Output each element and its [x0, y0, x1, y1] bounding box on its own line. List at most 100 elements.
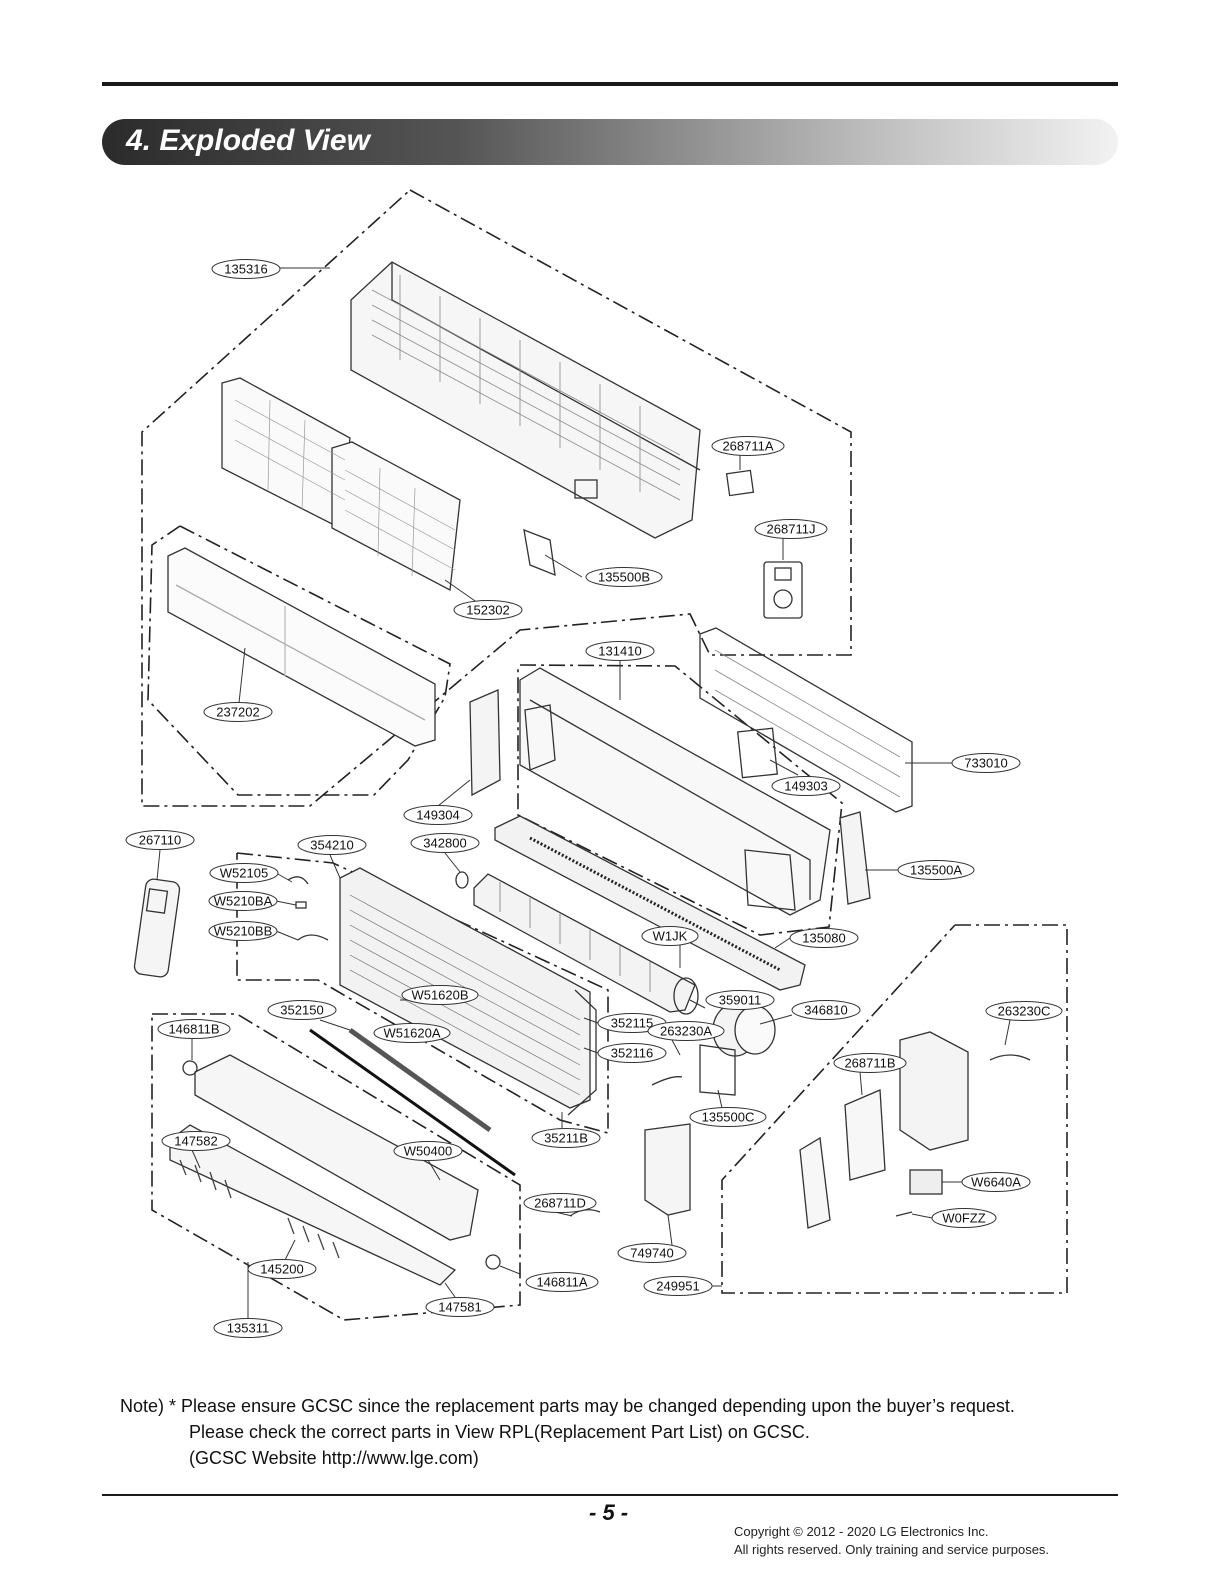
callout-263230A: 263230A [647, 1021, 725, 1041]
svg-text:359011: 359011 [719, 993, 761, 1008]
svg-text:249951: 249951 [656, 1279, 699, 1294]
copyright-line: Copyright © 2012 - 2020 LG Electronics I… [734, 1524, 989, 1539]
svg-text:131410: 131410 [598, 644, 641, 659]
callout-146811B: 146811B [157, 1019, 231, 1039]
callout-152302: 152302 [453, 600, 523, 620]
callout-W51620B: W51620B [401, 985, 479, 1005]
boundary-vane-group [151, 1013, 521, 1321]
svg-text:W51620B: W51620B [411, 988, 468, 1003]
cover-plate-part [725, 469, 755, 497]
cross-flow-fan-part [473, 873, 699, 1015]
callout-145200: 145200 [247, 1259, 317, 1279]
copyright: Copyright © 2012 - 2020 LG Electronics I… [734, 1523, 1049, 1559]
boundary-grille-group [147, 525, 451, 796]
note-line: (GCSC Website http://www.lge.com) [189, 1448, 479, 1468]
section-banner: 4. Exploded View [102, 119, 1118, 165]
svg-text:35211B: 35211B [544, 1131, 588, 1146]
svg-text:149303: 149303 [784, 779, 827, 794]
step-motor-part [182, 1060, 198, 1076]
svg-text:352150: 352150 [280, 1003, 323, 1018]
chassis-part [519, 667, 831, 916]
callout-35211B: 35211B [531, 1128, 601, 1148]
boundary-front-cover-group [141, 189, 852, 807]
svg-text:268711B: 268711B [844, 1056, 895, 1071]
svg-text:146811B: 146811B [168, 1022, 219, 1037]
svg-text:135500A: 135500A [910, 863, 962, 878]
wire-part [989, 1054, 1031, 1061]
svg-text:W51620A: W51620A [383, 1026, 440, 1041]
callout-749740: 749740 [617, 1243, 687, 1263]
svg-text:135500B: 135500B [598, 570, 650, 585]
vane-part [169, 1054, 479, 1286]
svg-text:W1JK: W1JK [653, 929, 688, 944]
remote-controller-part [133, 878, 181, 978]
note-line: Please check the correct parts in View R… [189, 1422, 810, 1442]
svg-text:352115: 352115 [611, 1016, 653, 1031]
callout-354210: 354210 [297, 835, 367, 855]
svg-text:263230A: 263230A [660, 1024, 712, 1039]
svg-text:352116: 352116 [611, 1046, 653, 1061]
svg-text:W52105: W52105 [220, 866, 268, 881]
callout-147582: 147582 [161, 1131, 231, 1151]
display-holder-part [763, 561, 803, 619]
callout-W1JK: W1JK [641, 926, 699, 946]
drain-hose-part [348, 1027, 492, 1133]
callout-249951: 249951 [643, 1276, 713, 1296]
callout-W5210BA: W5210BA [208, 891, 278, 911]
callout-146811A: 146811A [525, 1272, 599, 1292]
svg-text:733010: 733010 [964, 756, 1007, 771]
callout-733010: 733010 [951, 753, 1021, 773]
installation-plate-part [699, 627, 913, 813]
callout-W50400: W50400 [393, 1141, 463, 1161]
callout-W51620A: W51620A [373, 1023, 451, 1043]
callout-352150: 352150 [267, 1000, 337, 1020]
front-panel-part [167, 547, 436, 747]
callout-267110: 267110 [125, 830, 195, 850]
callout-135500C: 135500C [689, 1107, 767, 1127]
svg-text:135500C: 135500C [702, 1110, 755, 1125]
callout-135500B: 135500B [585, 567, 663, 587]
svg-text:268711J: 268711J [767, 522, 816, 537]
wire-part [651, 1076, 683, 1086]
support-bracket-part [736, 727, 779, 779]
svg-text:W5210BB: W5210BB [214, 924, 273, 939]
step-motor-part [485, 1254, 501, 1270]
pipe-part [297, 934, 329, 941]
air-filter-part [221, 377, 461, 592]
svg-text:147581: 147581 [438, 1300, 481, 1315]
callout-352115: 352115 [597, 1013, 667, 1033]
callout-131410: 131410 [585, 641, 655, 661]
svg-text:346810: 346810 [804, 1003, 847, 1018]
callout-268711D: 268711D [523, 1193, 597, 1213]
callout-149304: 149304 [403, 805, 473, 825]
callout-359011: 359011 [705, 990, 775, 1010]
copyright-line: All rights reserved. Only training and s… [734, 1542, 1050, 1557]
callout-W52105: W52105 [209, 863, 279, 883]
bottom-rule [102, 1494, 1118, 1496]
callout-263230C: 263230C [985, 1001, 1063, 1021]
side-holder-part [839, 811, 871, 905]
top-rule [102, 82, 1118, 86]
bracket-part [523, 528, 556, 577]
svg-text:152302: 152302 [466, 603, 509, 618]
control-box-part [644, 1031, 969, 1229]
callout-W0FZZ: W0FZZ [931, 1208, 997, 1228]
svg-text:135080: 135080 [802, 931, 845, 946]
svg-text:W5210BA: W5210BA [214, 894, 273, 909]
boundary-chassis-group [517, 664, 843, 936]
svg-text:146811A: 146811A [536, 1275, 587, 1290]
svg-text:354210: 354210 [310, 838, 353, 853]
callout-labels: 135316 268711A 268711J 135500B 152302 23… [125, 259, 1063, 1338]
screw-part [895, 1211, 913, 1217]
callout-268711B: 268711B [833, 1053, 907, 1073]
pipe-fitting-part [295, 901, 307, 909]
boundary-control-box-group [721, 924, 1068, 1294]
front-cover-part [350, 261, 701, 539]
callout-346810: 346810 [791, 1000, 861, 1020]
svg-text:268711D: 268711D [534, 1196, 586, 1211]
callout-135311: 135311 [213, 1318, 283, 1338]
svg-text:W6640A: W6640A [971, 1175, 1021, 1190]
svg-text:135316: 135316 [224, 262, 267, 277]
svg-text:145200: 145200 [260, 1262, 303, 1277]
callout-268711J: 268711J [754, 519, 828, 539]
